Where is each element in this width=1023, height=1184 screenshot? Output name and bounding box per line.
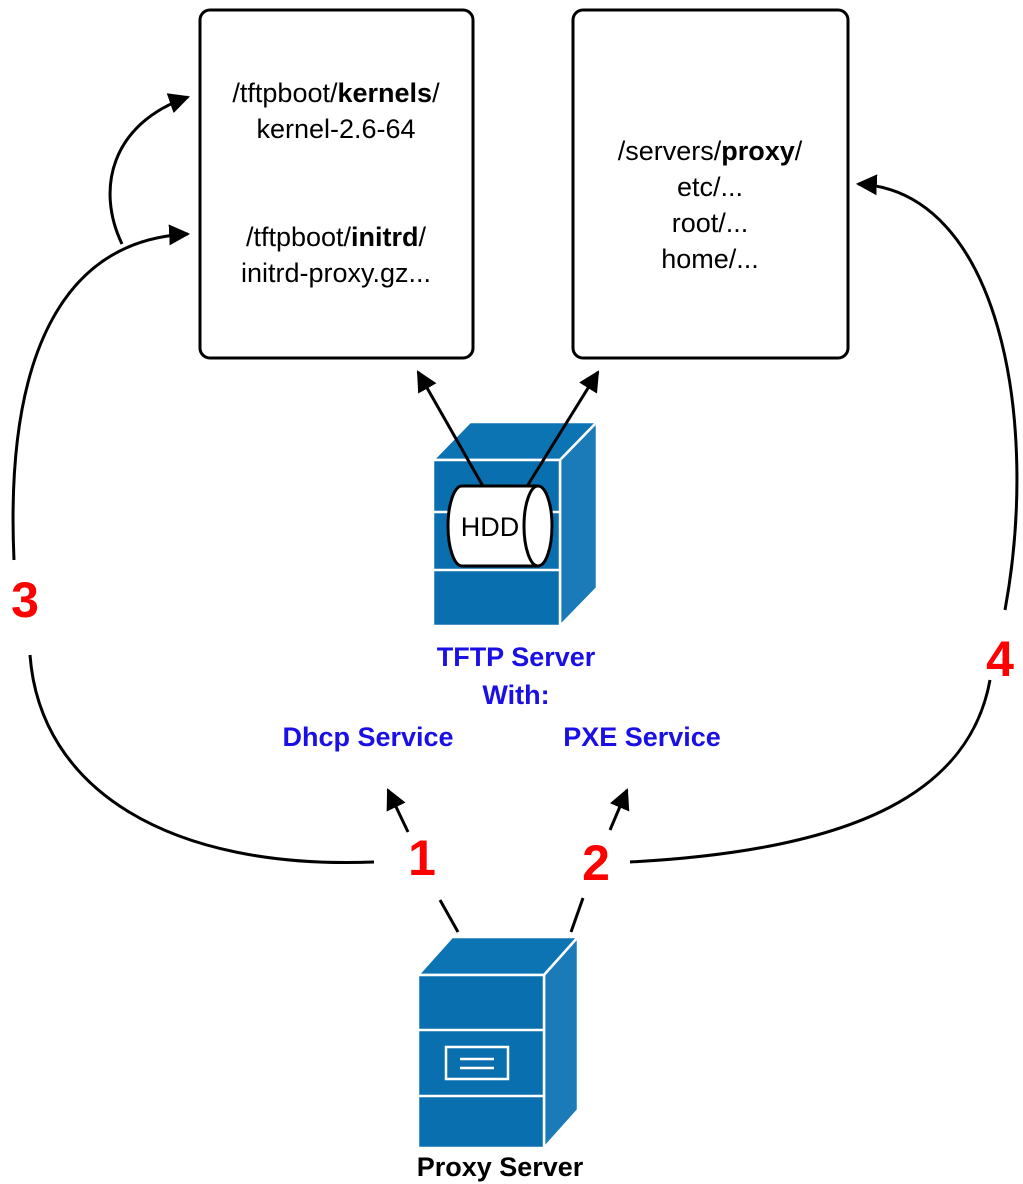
disk-to-root-fs-arrow: [524, 370, 600, 489]
hdd-label: HDD: [461, 512, 520, 542]
root-fs-line-etc: etc/...: [677, 172, 743, 202]
step-2-arrow-head: [608, 788, 630, 831]
step-3-number: 3: [11, 572, 39, 628]
initrd-path: /tftpboot/initrd/: [246, 222, 427, 252]
boot-files-box-frame: [198, 8, 475, 360]
proxy-server-icon: [415, 933, 581, 1152]
step-1-arrow-tail: [438, 899, 460, 933]
root-fs-box-frame: [571, 8, 850, 360]
tftp-server-subtitle: With:: [482, 680, 549, 710]
root-fs-line-root: root/...: [672, 208, 749, 238]
root-fs-line-home: home/...: [661, 244, 759, 274]
disk-to-boot-files-arrow: [416, 370, 486, 489]
step-3-curve-upper: [11, 224, 191, 561]
proxy-server-label: Proxy Server: [417, 1152, 584, 1182]
boot-files-box: /tftpboot/kernels/ kernel-2.6-64 /tftpbo…: [198, 8, 475, 360]
step-3-curve-lower: [28, 654, 375, 865]
step-2-number: 2: [582, 835, 610, 891]
kernel-path: /tftpboot/kernels/: [232, 78, 440, 108]
hdd-icon: HDD: [446, 484, 554, 568]
tftp-server-title: TFTP Server: [437, 642, 596, 672]
step-4-number: 4: [986, 631, 1014, 687]
step-4-curve-upper: [855, 174, 1019, 611]
dhcp-service-label: Dhcp Service: [282, 722, 453, 752]
step-1-arrow-head: [386, 788, 410, 833]
root-fs-box: /servers/proxy/ etc/... root/... home/..…: [571, 8, 850, 360]
root-fs-path: /servers/proxy/: [618, 136, 803, 166]
initrd-file: initrd-proxy.gz...: [241, 258, 431, 288]
step-1-number: 1: [408, 830, 436, 886]
pxe-service-label: PXE Service: [563, 722, 721, 752]
step-2-arrow-tail: [569, 897, 585, 933]
step-4-curve-lower: [629, 679, 992, 864]
kernel-loop-arrow: [108, 93, 190, 245]
kernel-file: kernel-2.6-64: [256, 114, 415, 144]
